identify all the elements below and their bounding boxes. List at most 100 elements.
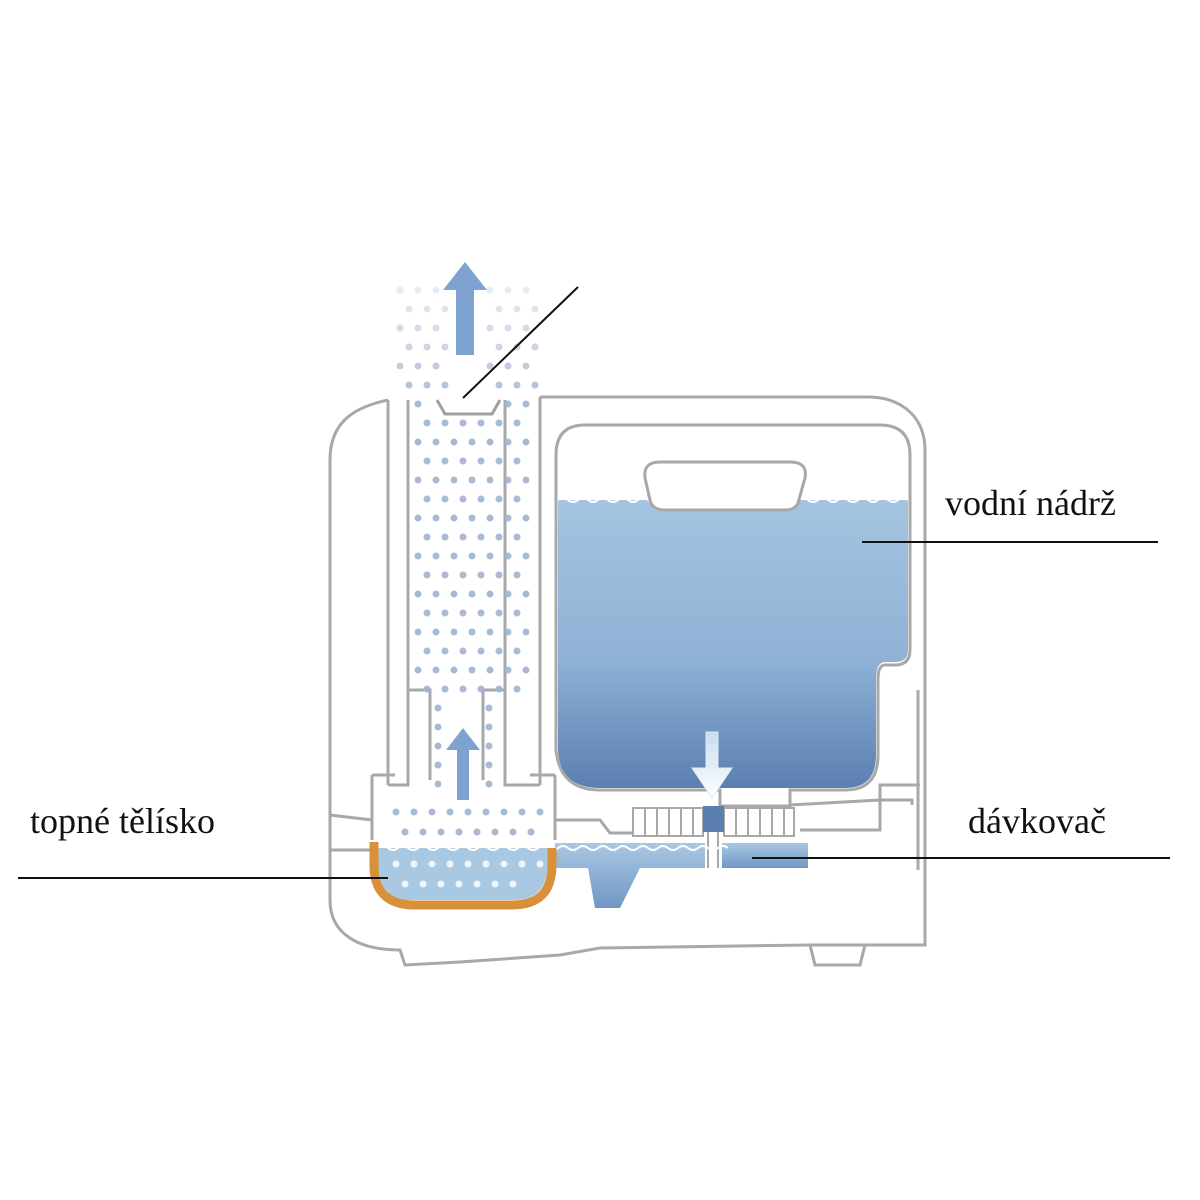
steam-outlet [435, 399, 502, 416]
steam-dot [441, 533, 449, 541]
steam-dot [500, 808, 508, 816]
steam-dot [432, 476, 440, 484]
steam-dot [419, 880, 427, 888]
steam-dot [450, 590, 458, 598]
steam-dot [441, 609, 449, 617]
steam-dot [522, 362, 530, 370]
steam-dot [495, 305, 503, 313]
steam-dot [500, 860, 508, 868]
steam-dot [432, 590, 440, 598]
steam-dot [531, 305, 539, 313]
water-down-arrow [691, 731, 733, 799]
steam-dot [513, 571, 521, 579]
steam-dot [446, 860, 454, 868]
steam-dot [522, 552, 530, 560]
steam-dot [486, 590, 494, 598]
steam-dot [432, 324, 440, 332]
steam-dot [414, 666, 422, 674]
steam-up-arrow-top [443, 262, 487, 355]
steam-dot [423, 343, 431, 351]
steam-dot [459, 685, 467, 693]
steam-dot [432, 286, 440, 294]
steam-dots [392, 286, 544, 888]
steam-dot [473, 828, 481, 836]
steam-dot [459, 571, 467, 579]
steam-dot [504, 552, 512, 560]
steam-dot [491, 880, 499, 888]
steam-dot [459, 419, 467, 427]
steam-dot [441, 685, 449, 693]
steam-dot [513, 685, 521, 693]
steam-dot [536, 808, 544, 816]
steam-dot [401, 880, 409, 888]
steam-dot [446, 808, 454, 816]
steam-dot [450, 514, 458, 522]
tank-handle [643, 460, 807, 512]
steam-dot [536, 860, 544, 868]
steam-dot [504, 628, 512, 636]
steam-dot [513, 305, 521, 313]
steam-dot [464, 808, 472, 816]
steam-dot [441, 647, 449, 655]
steam-dot [531, 381, 539, 389]
steam-dot [441, 419, 449, 427]
steam-dot [405, 381, 413, 389]
steam-dot [482, 860, 490, 868]
steam-dot [513, 647, 521, 655]
label-dispenser: dávkovač [968, 801, 1106, 841]
steam-dot [485, 723, 493, 731]
steam-dot [468, 590, 476, 598]
steam-dot [423, 381, 431, 389]
steam-dot [423, 419, 431, 427]
steam-dot [495, 647, 503, 655]
steam-dot [504, 324, 512, 332]
steam-dot [495, 457, 503, 465]
steam-dot [522, 628, 530, 636]
steam-dot [485, 704, 493, 712]
steam-dot [392, 860, 400, 868]
steam-dot [414, 476, 422, 484]
steam-dot [491, 828, 499, 836]
steam-dot [486, 514, 494, 522]
steam-dot [468, 666, 476, 674]
steam-dot [504, 666, 512, 674]
steam-dot [423, 457, 431, 465]
water-tank [554, 423, 912, 808]
steam-dot [522, 590, 530, 598]
steam-dot [468, 628, 476, 636]
steam-dot [432, 666, 440, 674]
steam-dot [495, 533, 503, 541]
steam-dot [495, 685, 503, 693]
steam-dot [495, 609, 503, 617]
leader-steam-outlet [462, 286, 579, 399]
steam-dot [485, 742, 493, 750]
steam-dot [518, 808, 526, 816]
steam-dot [428, 860, 436, 868]
steam-dot [437, 880, 445, 888]
housing [328, 395, 927, 967]
steam-dot [414, 286, 422, 294]
steam-dot [392, 808, 400, 816]
steam-dot [509, 880, 517, 888]
steam-dot [473, 880, 481, 888]
steam-dot [513, 457, 521, 465]
steam-dot [423, 571, 431, 579]
steam-dot [414, 552, 422, 560]
steam-dot [513, 419, 521, 427]
steam-dot [405, 305, 413, 313]
steam-dot [522, 400, 530, 408]
steam-dot [434, 761, 442, 769]
steam-dot [428, 808, 436, 816]
steam-dot [522, 324, 530, 332]
steam-dot [486, 438, 494, 446]
steam-dot [423, 685, 431, 693]
steam-dot [468, 552, 476, 560]
steam-dot [504, 514, 512, 522]
steam-dot [450, 476, 458, 484]
steam-dot [434, 742, 442, 750]
steam-dot [513, 381, 521, 389]
steam-dot [504, 438, 512, 446]
steam-dot [441, 571, 449, 579]
steam-dot [531, 343, 539, 351]
